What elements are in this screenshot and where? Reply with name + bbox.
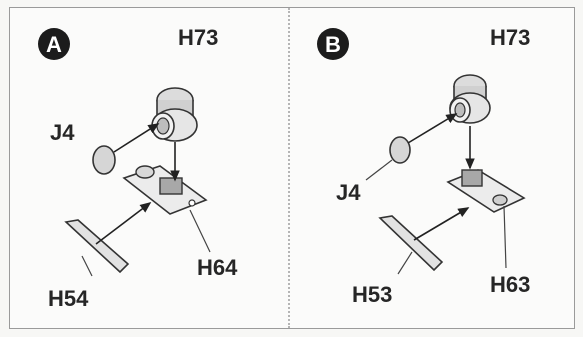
part-h53-b <box>378 215 444 272</box>
part-h73-b <box>449 74 491 124</box>
part-h63-b <box>446 169 526 213</box>
panel-b: B H73 J4 H53 H63 <box>317 25 530 307</box>
leader-h53-b <box>397 251 413 275</box>
label-h73-a: H73 <box>178 25 218 50</box>
part-j4-a <box>92 145 116 175</box>
step-a-badge: A <box>38 28 70 60</box>
label-h53-b: H53 <box>352 282 392 307</box>
leader-j4-b <box>365 159 393 181</box>
leader-h64-a <box>189 209 211 253</box>
panel-divider <box>288 8 290 328</box>
leader-h54-a <box>81 255 93 277</box>
step-a-label: A <box>46 32 62 57</box>
label-j4-a: J4 <box>50 120 75 145</box>
arrow-h53-b <box>413 207 470 241</box>
label-j4-b: J4 <box>336 180 361 205</box>
step-b-label: B <box>325 32 341 57</box>
arrow-j4-a <box>113 123 160 153</box>
part-h64-a <box>122 165 208 215</box>
label-h64-a: H64 <box>197 255 238 280</box>
leader-h63-b <box>503 205 507 269</box>
label-h73-b: H73 <box>490 25 530 50</box>
step-b-badge: B <box>317 28 349 60</box>
part-h73-a <box>151 87 198 142</box>
part-h54-a <box>64 219 130 274</box>
part-j4-b <box>389 136 411 164</box>
label-h54-a: H54 <box>48 286 89 311</box>
arrow-h54-a <box>95 202 152 245</box>
panel-a: A H73 J4 H54 H64 <box>38 25 238 311</box>
arrow-j4-b <box>407 113 458 144</box>
label-h63-b: H63 <box>490 272 530 297</box>
